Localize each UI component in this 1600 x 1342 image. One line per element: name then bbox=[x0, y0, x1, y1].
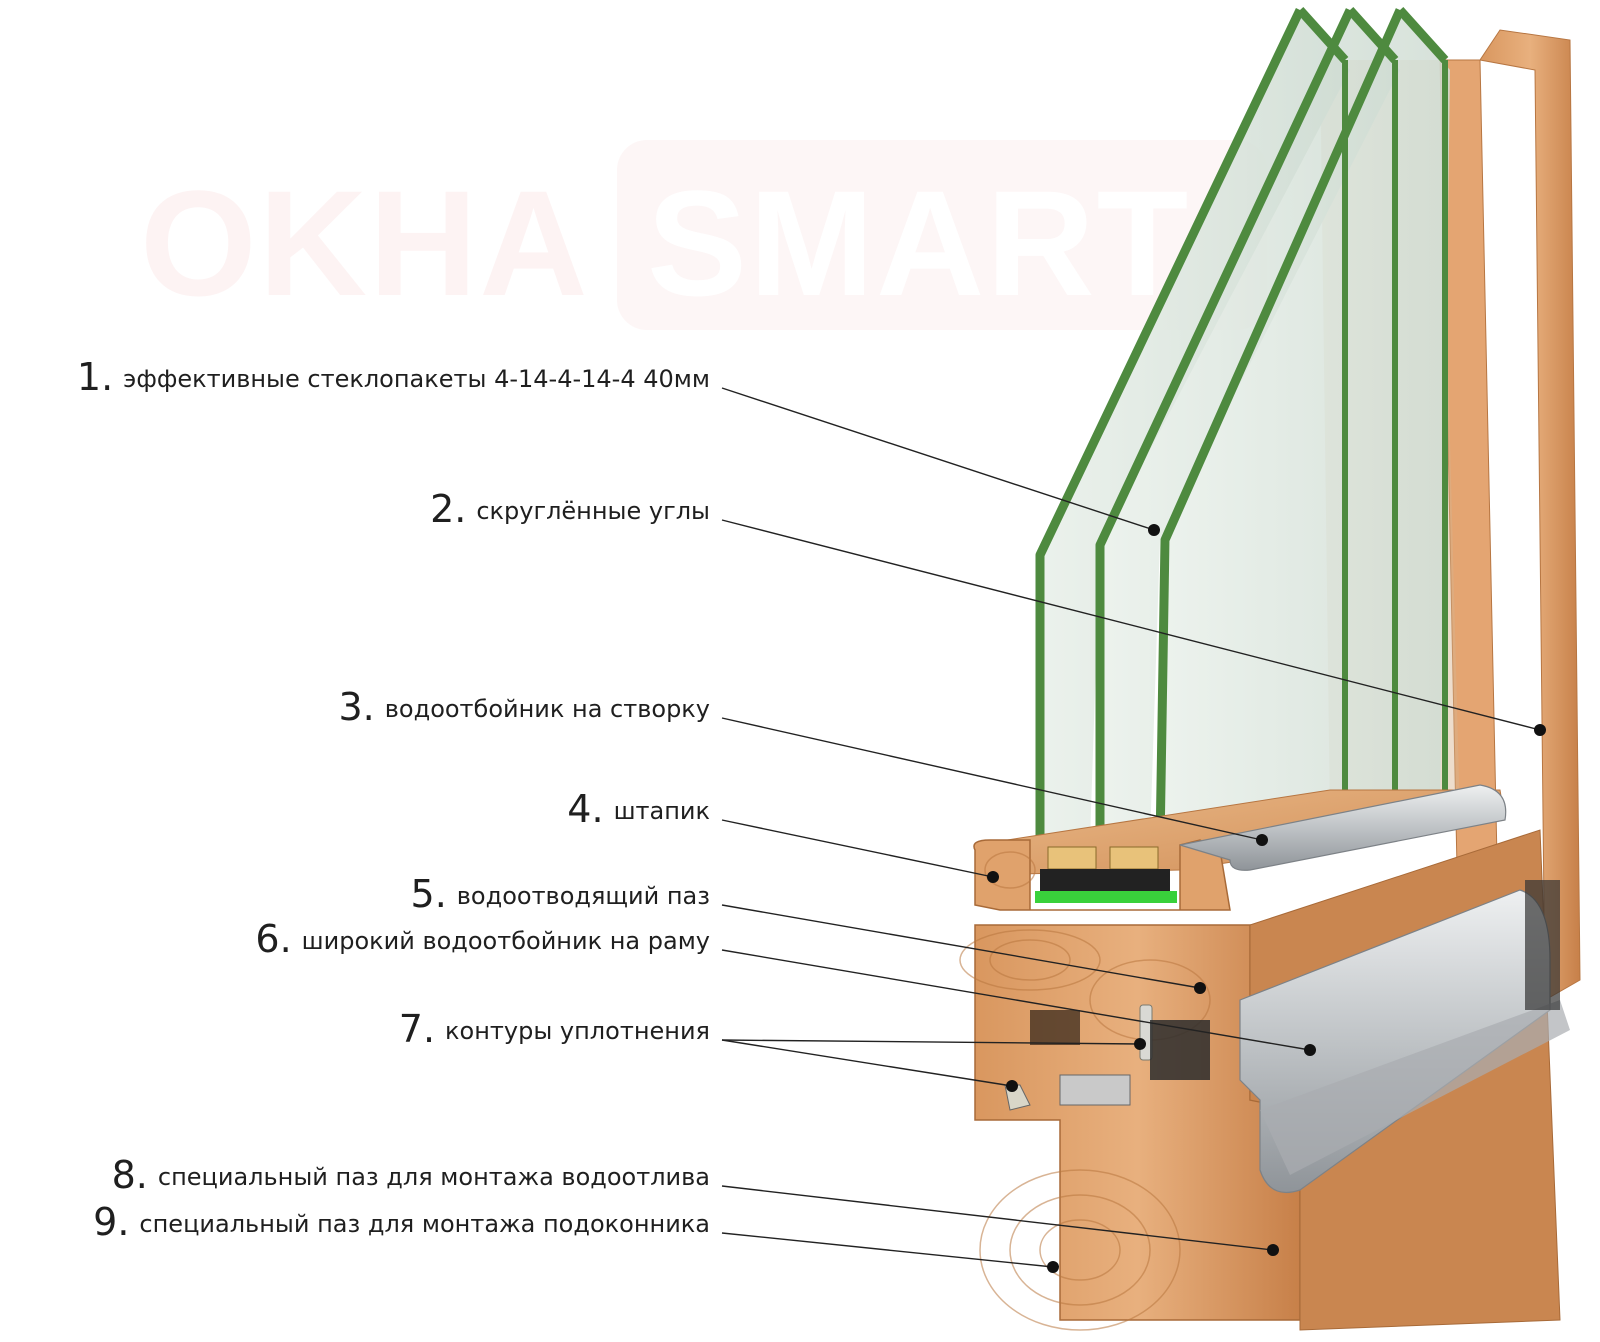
groove-dark-2 bbox=[1150, 1020, 1210, 1080]
callout-5-number: 5. bbox=[410, 872, 447, 916]
spacer-2 bbox=[1109, 846, 1159, 870]
callout-1-text: эффективные стеклопакеты 4-14-4-14-4 40м… bbox=[123, 365, 710, 393]
seal-2 bbox=[1059, 1074, 1131, 1106]
callout-9-text: специальный паз для монтажа подоконника bbox=[139, 1210, 710, 1238]
groove-dark bbox=[1030, 1010, 1080, 1045]
callout-8: 8. специальный паз для монтажа водоотлива bbox=[112, 1156, 710, 1194]
callout-2: 2. скруглённые углы bbox=[430, 490, 710, 528]
glass-edges bbox=[1035, 6, 1449, 846]
callout-7-number: 7. bbox=[398, 1007, 436, 1051]
callout-5: 5. водоотводящий паз bbox=[411, 875, 710, 913]
callout-4-text: штапик bbox=[613, 797, 710, 825]
callout-3-text: водоотбойник на створку bbox=[384, 695, 710, 723]
glass-pane-1 bbox=[1040, 10, 1350, 840]
frame-vertical-back bbox=[1479, 29, 1581, 1001]
callout-6: 6. широкий водоотбойник на раму bbox=[255, 920, 710, 958]
spacer-base bbox=[1035, 891, 1177, 903]
watermark-smart-box: SMART bbox=[617, 140, 1267, 330]
frame-seal-dark bbox=[1525, 880, 1560, 1010]
callout-9: 9. специальный паз для монтажа подоконник… bbox=[93, 1203, 710, 1241]
callout-8-number: 8. bbox=[111, 1153, 148, 1197]
callout-2-text: скруглённые углы bbox=[476, 497, 710, 525]
callout-5-text: водоотводящий паз bbox=[456, 882, 710, 910]
glass-pane-3 bbox=[1160, 10, 1450, 830]
callout-7-text: контуры уплотнения bbox=[445, 1017, 710, 1045]
watermark-okha: OKHA bbox=[140, 159, 590, 327]
callout-2-number: 2. bbox=[430, 487, 467, 531]
leader-dots bbox=[987, 524, 1546, 1273]
callout-6-number: 6. bbox=[255, 917, 292, 961]
callout-9-number: 9. bbox=[93, 1200, 130, 1244]
leader-lines bbox=[721, 387, 1541, 1268]
callout-3: 3. водоотбойник на створку bbox=[339, 688, 711, 726]
frame-drip-lip bbox=[1260, 1000, 1570, 1175]
sash-drip bbox=[1179, 784, 1507, 871]
callout-6-text: широкий водоотбойник на раму bbox=[301, 927, 710, 955]
spacer-1 bbox=[1047, 846, 1097, 870]
callout-1: 1. эффективные стеклопакеты 4-14-4-14-4 4… bbox=[77, 358, 710, 396]
callout-4-number: 4. bbox=[567, 787, 604, 831]
callout-8-text: специальный паз для монтажа водоотлива bbox=[157, 1163, 710, 1191]
callout-7: 7. контуры уплотнения bbox=[399, 1010, 710, 1048]
callout-4: 4. штапик bbox=[567, 790, 710, 828]
callout-3-number: 3. bbox=[338, 685, 375, 729]
spacer-seal bbox=[1040, 869, 1170, 891]
callout-1-number: 1. bbox=[76, 355, 114, 399]
watermark-smart: SMART bbox=[647, 159, 1191, 327]
